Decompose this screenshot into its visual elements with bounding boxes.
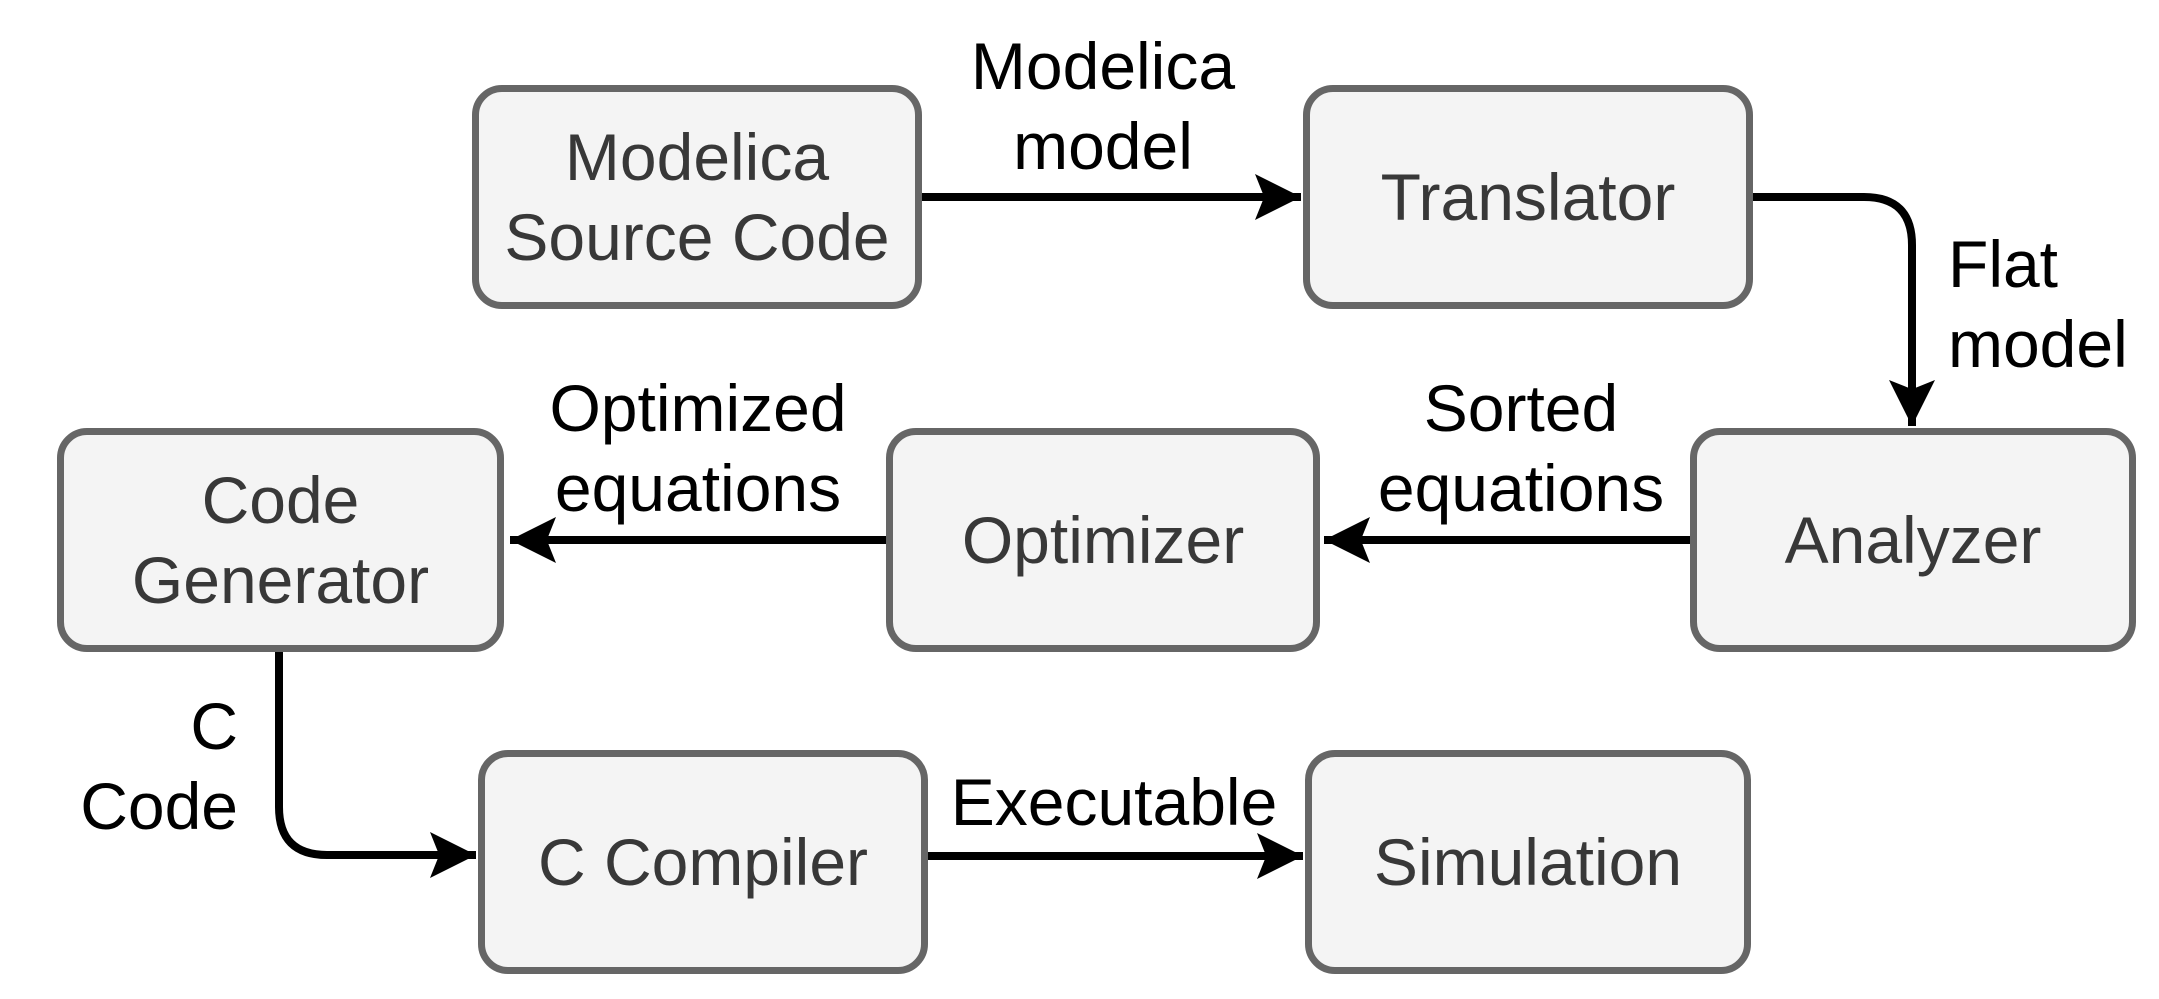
arrow-code-generator-to-c-compiler <box>275 651 476 878</box>
node-code-generator: Code Generator <box>57 428 504 652</box>
node-translator-label: Translator <box>1380 160 1676 234</box>
edge-label-modelica-model: Modelica model <box>970 29 1236 183</box>
node-c-compiler-label: C Compiler <box>537 825 869 899</box>
node-simulation: Simulation <box>1305 750 1751 974</box>
node-modelica-source-code: Modelica Source Code <box>472 85 922 309</box>
arrow-translator-to-analyzer <box>1752 193 1935 426</box>
node-code-generator-label: Code Generator <box>131 463 430 617</box>
node-analyzer: Analyzer <box>1690 428 2136 652</box>
node-simulation-label: Simulation <box>1373 825 1683 899</box>
edge-label-c-code: C Code <box>80 689 238 843</box>
edge-label-optimized-equations: Optimized equations <box>549 371 847 525</box>
edge-label-executable: Executable <box>950 765 1278 839</box>
node-optimizer-label: Optimizer <box>961 503 1245 577</box>
node-analyzer-label: Analyzer <box>1784 503 2042 577</box>
node-optimizer: Optimizer <box>886 428 1320 652</box>
node-c-compiler: C Compiler <box>478 750 928 974</box>
node-translator: Translator <box>1303 85 1753 309</box>
node-modelica-source-code-label: Modelica Source Code <box>504 120 890 274</box>
edge-label-flat-model: Flat model <box>1948 227 2128 381</box>
edge-label-sorted-equations: Sorted equations <box>1377 371 1665 525</box>
